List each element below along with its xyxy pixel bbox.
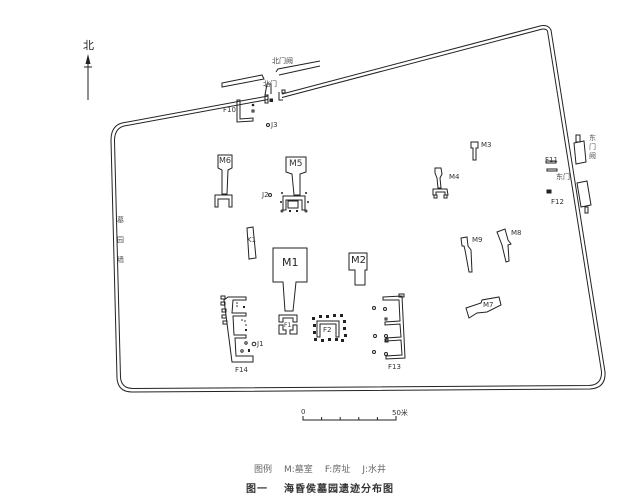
figure-title: 海昏侯墓园遗迹分布图: [284, 484, 394, 495]
cemetery-wall: [110, 25, 606, 393]
east-gate: [545, 160, 558, 194]
tomb-M7: [465, 296, 502, 319]
pit-K1: [246, 226, 257, 260]
scale-end-label: 50米: [392, 409, 408, 417]
east-gate-label: 东门: [556, 173, 570, 181]
house-F13-label: F13: [388, 363, 401, 371]
well-J3: [266, 123, 270, 127]
figure-caption: 图一 海昏侯墓园遗迹分布图: [0, 480, 640, 495]
well-J1-label: J1: [257, 340, 264, 348]
tomb-M8-label: M8: [511, 229, 522, 237]
tomb-M4: [432, 167, 449, 199]
legend-item-well: J:水井: [362, 465, 387, 475]
north-gate-tower-label: 北门阙: [272, 57, 293, 65]
tomb-M1-label: M1: [282, 256, 299, 269]
tomb-M7-label: M7: [483, 301, 494, 309]
tomb-M1: [272, 247, 308, 312]
house-F2-label: F2: [323, 326, 332, 334]
east-gate-towers: [573, 134, 592, 214]
scale-bar: [302, 416, 397, 421]
house-F12-label: F12: [551, 198, 564, 206]
tomb-M8: [496, 228, 512, 263]
tomb-M6-label: M6: [219, 156, 231, 165]
house-F1-label: F1: [284, 322, 292, 329]
tomb-M5: [280, 156, 309, 213]
tomb-M4-label: M4: [449, 173, 460, 181]
house-F13: [372, 293, 406, 360]
house-F14-label: F14: [235, 366, 248, 374]
north-gate: [264, 83, 286, 104]
house-F2: [312, 314, 347, 342]
scale-start-label: 0: [301, 408, 306, 416]
well-J2: [268, 193, 272, 197]
tomb-M6: [214, 154, 233, 208]
tomb-M3: [470, 141, 479, 161]
pit-K1-label: K1: [247, 236, 257, 244]
figure-number: 图一: [246, 484, 268, 495]
legend: 图例 M:墓室 F:房址 J:水井: [0, 462, 640, 475]
north-label: 北: [83, 39, 94, 52]
legend-title: 图例: [253, 465, 272, 475]
house-F10-label: F10: [223, 106, 236, 114]
well-J3-label: J3: [271, 121, 278, 129]
house-F1: [278, 314, 298, 335]
tomb-M9: [460, 236, 473, 273]
north-gate-towers: [221, 60, 321, 88]
cemetery-wall-label: 墓 园 墙: [117, 216, 124, 264]
house-F10: [236, 99, 254, 123]
north-gate-label: 北门: [263, 80, 277, 88]
east-gate-tower-label: 东门阙: [589, 134, 596, 160]
legend-item-tomb: M:墓室: [284, 465, 313, 475]
well-J2-label: J2: [262, 191, 269, 199]
north-arrow-icon: [84, 54, 92, 100]
well-J1: [251, 341, 257, 347]
tomb-M5-label: M5: [289, 159, 303, 169]
tomb-M3-label: M3: [481, 141, 492, 149]
tomb-M2-label: M2: [351, 255, 366, 266]
house-F14: [220, 295, 254, 363]
tomb-M9-label: M9: [472, 236, 483, 244]
house-F11-label: F11: [545, 156, 558, 164]
tomb-M2: [348, 252, 368, 286]
legend-item-house: F:房址: [324, 465, 351, 475]
